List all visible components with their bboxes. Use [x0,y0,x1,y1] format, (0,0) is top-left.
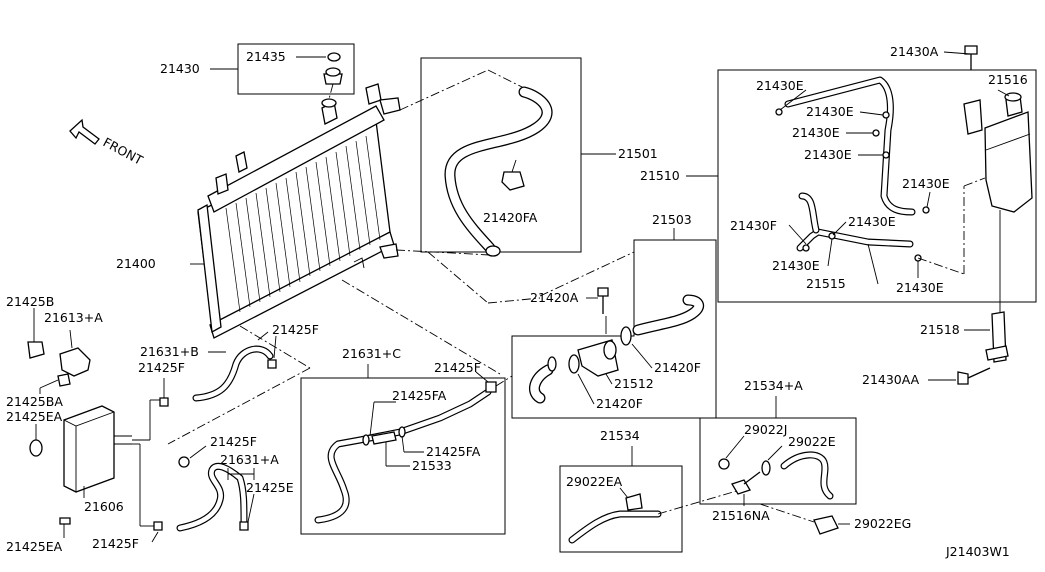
bracket-drawing [985,311,1009,363]
label-clip-ba: 21425BA [6,394,63,409]
label-clip-e7: 21430E [772,258,820,273]
label-clip-e8: 21430E [896,280,944,295]
label-clip-fa2: 21425FA [426,444,481,459]
label-clip-f: 21430F [730,218,777,233]
label-clip-e1: 21430E [756,78,804,93]
hose-534-drawing [568,510,662,544]
lower-hose-assy-box [511,239,717,419]
label-clip-e5: 21430E [902,176,950,191]
clip-ba-drawing [57,373,71,387]
bracket-bolt-drawing [957,367,991,385]
label-clip-j: 29022J [744,422,787,437]
clip-j-drawing [718,458,730,470]
label-cover: 21613+A [44,310,103,325]
label-lower-hose-assy: 21503 [652,212,692,227]
label-clamp-f2: 21420F [596,396,643,411]
hose-534a-box [699,417,857,505]
label-cap: 21435 [246,49,286,64]
label-clamp-f: 21420F [654,360,701,375]
label-clip-fa1: 21425FA [392,388,447,403]
label-clip-f4: 21425F [210,434,257,449]
label-mount-b: 21425B [6,294,54,309]
bolt-a-drawing [597,287,609,314]
label-hose-a: 21631+A [220,452,279,467]
label-clip-e6: 21430E [848,214,896,229]
label-clip-f3: 21425F [434,360,481,375]
clip-eg-drawing [813,515,839,535]
label-clip-eg: 29022EG [854,516,911,531]
label-clip-f5: 21425F [92,536,139,551]
mount-b-drawing [27,341,45,359]
label-oil-cooler: 21606 [84,499,124,514]
clip-ea2-drawing [59,517,71,525]
label-reservoir-tank: 21516 [988,72,1028,87]
radiator-drawing [197,83,401,339]
label-clip-e2: 21430E [806,104,854,119]
label-clip-29ea: 29022EA [566,474,623,489]
label-hose-b: 21631+B [140,344,199,359]
label-tank-bolt: 21430A [890,44,939,59]
label-clip-f1: 21425F [138,360,185,375]
clip-29ea-drawing [625,493,643,511]
label-bracket: 21518 [920,322,960,337]
clip-ea-drawing [29,439,43,457]
label-radiator: 21400 [116,256,156,271]
label-pipe-533: 21533 [412,458,452,473]
radiator-cap-drawing [323,67,343,85]
label-reservoir-hose: 21515 [806,276,846,291]
front-direction-arrow [69,118,100,145]
label-clip-e4: 21430E [804,147,852,162]
label-clamp-upper: 21420FA [483,210,538,225]
pipe-533-drawing [371,431,397,445]
hose-c-box [300,377,506,535]
label-bolt-a: 21420A [530,290,579,305]
label-clip-e3: 21430E [792,125,840,140]
clip-f2-drawing [153,456,249,531]
label-clip-f2: 21425F [272,322,319,337]
label-reservoir-assy: 21510 [640,168,680,183]
label-bracket-bolt: 21430AA [862,372,920,387]
label-hose-534: 21534 [600,428,640,443]
reservoir-assy-box [717,69,1037,303]
cover-drawing [59,347,91,377]
label-connector-na: 21516NA [712,508,770,523]
label-clip-ea: 21425EA [6,409,63,424]
connector-na-drawing [731,471,761,495]
upper-hose-box [420,57,582,253]
drawing-code: J21403W1 [945,544,1010,559]
clamp-f-drawing [547,326,632,374]
hose-534-box [559,465,683,553]
clip-29e-drawing [761,460,771,476]
upper-hose-clamp-drawing [501,159,525,191]
label-clip-ea2: 21425EA [6,539,63,554]
front-label: FRONT [101,134,146,167]
clip-f3-drawing [485,381,497,393]
label-cap-assy: 21430 [160,61,200,76]
label-clip-e-lower: 21425E [246,480,294,495]
oil-cooler-drawing [63,405,132,493]
tank-bolt-drawing [964,45,978,70]
label-clip-29e: 29022E [788,434,836,449]
reservoir-tank-drawing [963,92,1033,213]
clip-f1-drawing [159,359,277,407]
label-thermostat-housing: 21512 [614,376,654,391]
label-upper-hose: 21501 [618,146,658,161]
label-hose-534a: 21534+A [744,378,803,393]
thermostat-housing-drawing [577,339,619,377]
cap-seal-drawing [327,52,341,62]
label-hose-c: 21631+C [342,346,401,361]
